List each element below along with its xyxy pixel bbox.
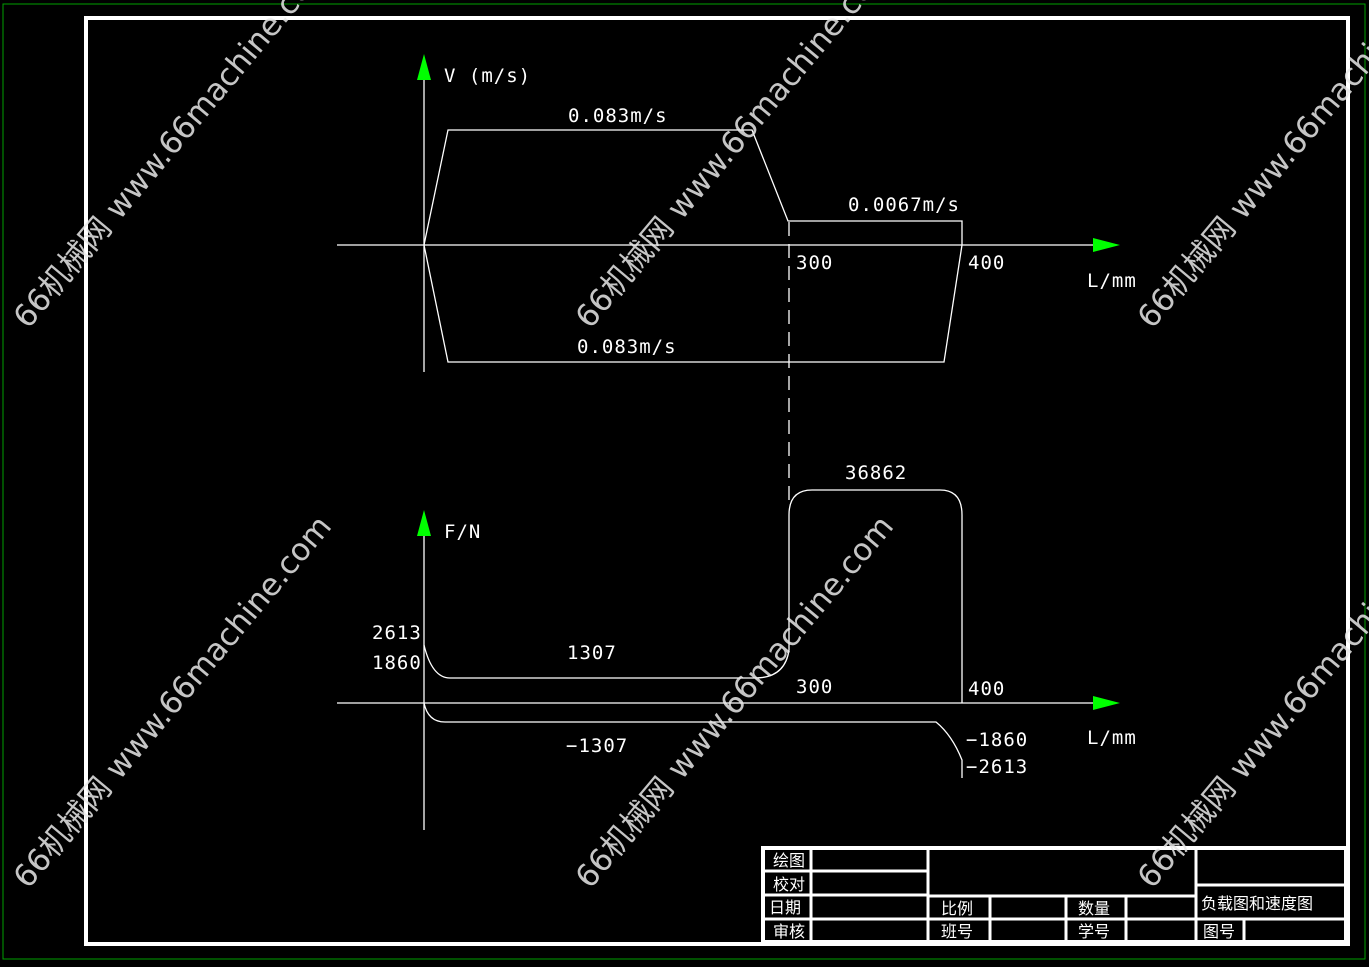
watermark: 66机械网 www.66machine.com: [1131, 0, 1369, 335]
title-block-student-no: 学号: [1078, 922, 1110, 941]
velocity-tick-300: 300: [796, 252, 833, 274]
load-tick-400: 400: [968, 678, 1005, 700]
label-fast-return-speed: 0.083m/s: [577, 336, 677, 358]
title-block-drawing-no: 图号: [1203, 922, 1235, 941]
label-peak-load: 36862: [845, 462, 907, 484]
label-load-1307: 1307: [567, 642, 617, 664]
watermark: 66机械网 www.66machine.com: [7, 509, 339, 895]
title-block-drawing-title: 负载图和速度图: [1201, 894, 1313, 913]
title-block-reviewed-by: 审核: [773, 922, 805, 941]
title-block-drawn-by: 绘图: [773, 851, 805, 870]
label-load-neg-2613: −2613: [966, 756, 1028, 778]
velocity-tick-400: 400: [968, 252, 1005, 274]
watermark: 66机械网 www.66machine.com: [569, 0, 901, 335]
title-block: [761, 846, 1348, 944]
title-block-checked-by: 校对: [773, 875, 805, 894]
load-forward-curve: [423, 489, 963, 703]
load-axis-label: F/N: [444, 521, 481, 543]
load-x-axis-label: L/mm: [1087, 727, 1137, 749]
load-x-arrow-icon: [1093, 696, 1120, 710]
load-y-arrow-icon: [417, 510, 431, 536]
label-work-feed-speed: 0.0067m/s: [848, 194, 960, 216]
title-block-quantity: 数量: [1078, 899, 1110, 918]
title-block-date: 日期: [769, 898, 801, 917]
velocity-x-axis-label: L/mm: [1087, 270, 1137, 292]
label-fast-forward-speed: 0.083m/s: [568, 105, 668, 127]
velocity-x-arrow-icon: [1093, 238, 1120, 252]
title-block-class: 班号: [941, 922, 973, 941]
velocity-diagram: [337, 70, 1100, 372]
sheet-outer-border: [2, 3, 1366, 960]
velocity-return-curve: [423, 244, 963, 363]
label-load-neg-1860: −1860: [966, 729, 1028, 751]
watermark: 66机械网 www.66machine.com: [569, 509, 901, 895]
drawing-frame: [84, 16, 1350, 946]
watermark: 66机械网 www.66machine.com: [1131, 509, 1369, 895]
velocity-forward-curve: [423, 129, 963, 246]
label-load-2613: 2613: [372, 622, 422, 644]
watermarks: 66机械网 www.66machine.com 66机械网 www.66mach…: [7, 0, 1369, 895]
label-load-neg-1307: −1307: [566, 735, 628, 757]
watermark: 66机械网 www.66machine.com: [7, 0, 339, 335]
load-diagram: [337, 489, 1100, 830]
load-tick-300: 300: [796, 676, 833, 698]
title-block-scale: 比例: [941, 899, 973, 918]
label-load-1860: 1860: [372, 652, 422, 674]
load-return-curve: [423, 702, 963, 778]
velocity-axis-label: V (m/s): [444, 65, 531, 87]
velocity-y-arrow-icon: [417, 54, 431, 80]
